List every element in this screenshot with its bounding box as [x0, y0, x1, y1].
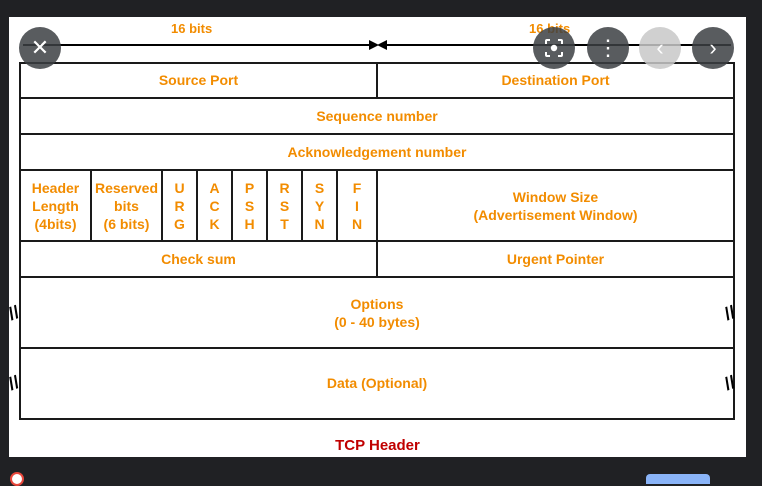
reserved-line3: (6 bits): [103, 215, 150, 232]
urgent-pointer-cell: Urgent Pointer: [376, 240, 735, 278]
destination-port-label: Destination Port: [501, 72, 610, 88]
flag-syn-2: Y: [314, 197, 325, 214]
flag-urg: U R G: [161, 169, 198, 242]
reserved-line1: Reserved: [94, 179, 159, 196]
flag-rst-3: T: [280, 215, 289, 232]
lens-icon[interactable]: [533, 27, 575, 69]
flag-syn-1: S: [314, 179, 325, 196]
flag-urg-3: G: [174, 215, 185, 232]
visit-button[interactable]: [646, 474, 710, 484]
header-length-cell: Header Length (4bits): [19, 169, 92, 242]
diagram-caption: TCP Header: [335, 437, 420, 454]
chevron-left-icon[interactable]: ‹: [639, 27, 681, 69]
options-cell: Options (0 - 40 bytes): [19, 276, 735, 349]
window-size-cell: Window Size (Advertisement Window): [376, 169, 735, 242]
flag-rst: R S T: [266, 169, 303, 242]
flag-psh-2: S: [244, 197, 255, 214]
flag-fin-3: N: [351, 215, 363, 232]
close-glyph: ✕: [30, 35, 50, 60]
options-line2: (0 - 40 bytes): [334, 313, 420, 330]
checksum-cell: Check sum: [19, 240, 378, 278]
ack-number-label: Acknowledgement number: [287, 143, 467, 160]
flag-fin-2: I: [355, 197, 359, 214]
urgent-pointer-label: Urgent Pointer: [506, 250, 605, 267]
flag-urg-1: U: [174, 179, 185, 196]
flag-syn: S Y N: [301, 169, 338, 242]
arrow-head-left: [377, 40, 387, 50]
close-icon[interactable]: ✕: [19, 27, 61, 69]
header-length-line2: Length: [32, 197, 79, 214]
data-label: Data (Optional): [326, 375, 428, 391]
flag-syn-3: N: [314, 215, 325, 232]
flag-urg-2: R: [174, 197, 185, 214]
window-size-line2: (Advertisement Window): [473, 206, 638, 223]
bits-label-left: 16 bits: [171, 21, 213, 36]
checksum-label: Check sum: [161, 250, 236, 267]
source-port-label: Source Port: [158, 72, 239, 88]
data-cell: Data (Optional): [19, 347, 735, 420]
flag-rst-1: R: [279, 179, 290, 196]
sequence-number-label: Sequence number: [316, 107, 438, 124]
image-viewer: 16 bits 16 bits Source Port Destination …: [6, 17, 746, 457]
flag-fin-1: F: [352, 179, 362, 196]
arrow-left-span: [23, 44, 373, 46]
more-vert-icon[interactable]: ⋮: [587, 27, 629, 69]
options-line1: Options: [350, 295, 404, 312]
source-favicon[interactable]: [10, 472, 24, 486]
flag-psh: P S H: [231, 169, 268, 242]
arrow-head-right: [369, 40, 379, 50]
flag-psh-1: P: [244, 179, 255, 196]
flag-ack-1: A: [209, 179, 220, 196]
header-length-line3: (4bits): [34, 215, 77, 232]
flag-fin: F I N: [336, 169, 378, 242]
lens-icon-svg: [545, 39, 563, 57]
reserved-line2: bits: [114, 197, 139, 214]
flag-ack: A C K: [196, 169, 233, 242]
next-glyph: ›: [709, 35, 717, 60]
header-length-line1: Header: [31, 179, 80, 196]
sequence-number-cell: Sequence number: [19, 97, 735, 135]
window-size-line1: Window Size: [512, 188, 599, 205]
flag-psh-3: H: [244, 215, 255, 232]
ack-number-cell: Acknowledgement number: [19, 133, 735, 171]
prev-glyph: ‹: [656, 35, 664, 60]
reserved-bits-cell: Reserved bits (6 bits): [90, 169, 163, 242]
more-glyph: ⋮: [597, 35, 619, 60]
chevron-right-icon[interactable]: ›: [692, 27, 734, 69]
flag-ack-2: C: [209, 197, 220, 214]
flag-ack-3: K: [209, 215, 220, 232]
source-port-cell: Source Port: [19, 62, 378, 99]
flag-rst-2: S: [279, 197, 290, 214]
